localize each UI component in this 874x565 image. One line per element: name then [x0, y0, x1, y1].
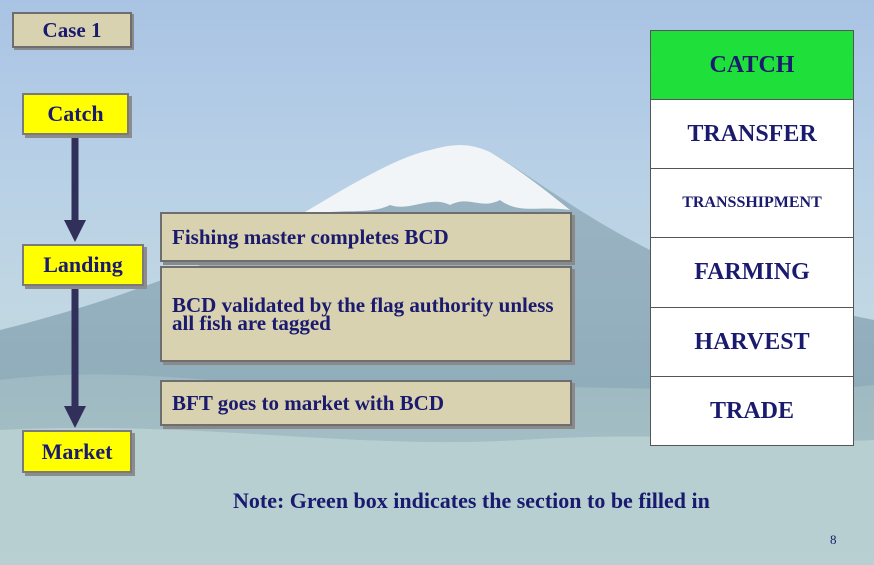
note-bcd-validated: BCD validated by the flag authority unle…: [160, 266, 572, 362]
note-bft-market: BFT goes to market with BCD: [160, 380, 572, 426]
stage-farming: FARMING: [651, 238, 853, 308]
stage-transshipment: TRANSSHIPMENT: [651, 169, 853, 238]
step-catch: Catch: [22, 93, 129, 135]
page-number: 8: [830, 532, 837, 547]
case-label: Case 1: [12, 12, 132, 48]
footnote: Note: Green box indicates the section to…: [233, 488, 710, 513]
stage-catch: CATCH: [651, 31, 853, 100]
stage-harvest: HARVEST: [651, 308, 853, 377]
note-fishing-master: Fishing master completes BCD: [160, 212, 572, 262]
stages-table: CATCH TRANSFER TRANSSHIPMENT FARMING HAR…: [650, 30, 854, 446]
arrow-head-landing: [64, 220, 86, 242]
step-market: Market: [22, 430, 132, 473]
step-landing: Landing: [22, 244, 144, 286]
stage-transfer: TRANSFER: [651, 100, 853, 169]
stage-trade: TRADE: [709, 397, 794, 424]
arrow-head-market: [64, 406, 86, 428]
